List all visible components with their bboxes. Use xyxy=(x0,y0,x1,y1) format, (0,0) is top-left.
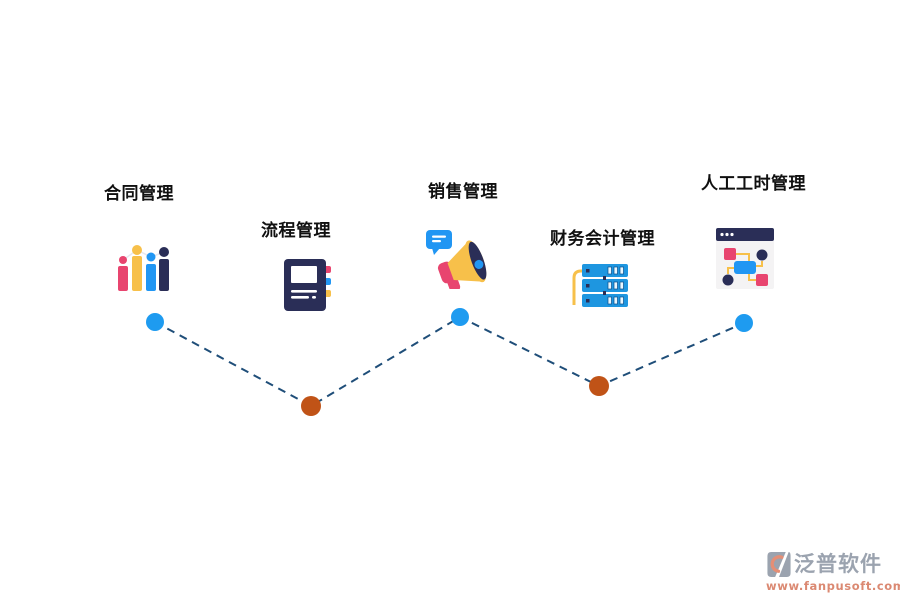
fanpu-logo-icon xyxy=(767,551,791,578)
server-rack-rows xyxy=(582,264,628,307)
item-label-process: 流程管理 xyxy=(261,221,331,241)
item-label-sales: 销售管理 xyxy=(428,182,498,202)
brand-watermark: 泛普软件 www.fanpusoft.com xyxy=(766,551,900,593)
timeline-dot-4 xyxy=(589,376,609,396)
flowchart-links xyxy=(727,253,763,281)
notebook-icon xyxy=(282,257,332,313)
brand-name: 泛普软件 xyxy=(794,551,882,576)
timeline-dot-2 xyxy=(301,396,321,416)
timeline-dot-5 xyxy=(735,314,753,332)
item-label-finance: 财务会计管理 xyxy=(550,229,655,249)
flowchart-window-icon xyxy=(716,228,774,290)
item-label-contract: 合同管理 xyxy=(104,184,174,204)
timeline-dot-3 xyxy=(451,308,469,326)
timeline-dot-1 xyxy=(146,313,164,331)
dashed-connector-line xyxy=(154,315,745,408)
item-label-labor-hours: 人工工时管理 xyxy=(701,174,806,194)
brand-website: www.fanpusoft.com xyxy=(766,579,900,593)
chat-bubble xyxy=(426,230,452,255)
bar-chart-icon xyxy=(116,243,172,291)
megaphone-body xyxy=(437,240,487,289)
server-stack-icon xyxy=(566,262,630,310)
megaphone-icon xyxy=(424,227,494,289)
